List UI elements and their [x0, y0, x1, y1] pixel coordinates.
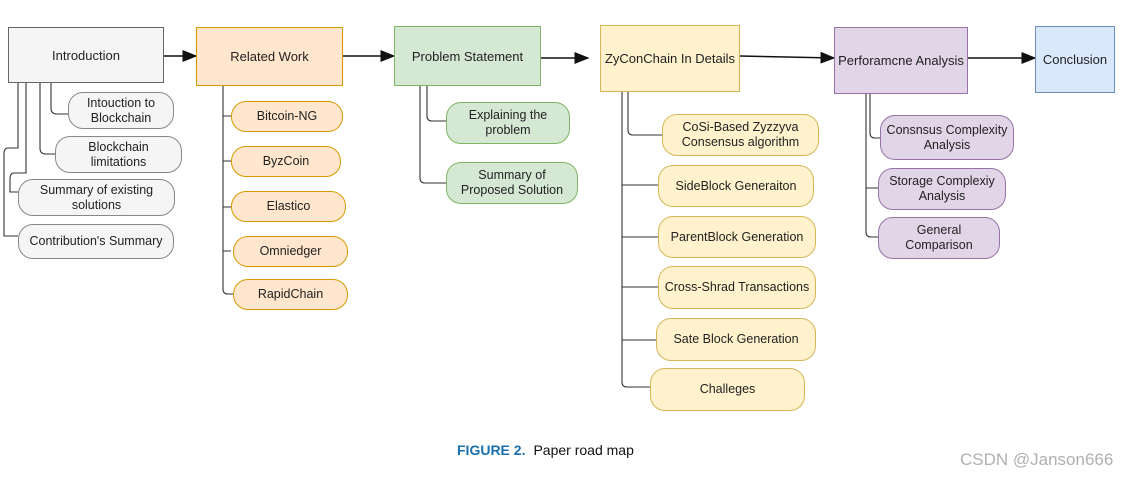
- problem-item-summary[interactable]: Summary of Proposed Solution: [446, 162, 578, 204]
- figure-caption: FIGURE 2. Paper road map: [457, 442, 634, 458]
- connector-related: [222, 86, 233, 295]
- connector-problem-1: [426, 86, 446, 122]
- related-work-box[interactable]: Related Work: [196, 27, 343, 86]
- conclusion-box[interactable]: Conclusion: [1035, 26, 1115, 93]
- watermark: CSDN @Janson666: [960, 450, 1114, 469]
- zyconchain-box[interactable]: ZyConChain In Details: [600, 25, 740, 92]
- zyconchain-item-challenges[interactable]: Challeges: [650, 368, 805, 411]
- introduction-box[interactable]: Introduction: [8, 27, 164, 83]
- zyconchain-item-cosi[interactable]: CoSi-Based Zyzzyva Consensus algorithm: [662, 114, 819, 156]
- connector-intro-2: [39, 82, 55, 155]
- figure-caption-text: Paper road map: [533, 442, 634, 458]
- performance-item-comparison[interactable]: General Comparison: [878, 217, 1000, 259]
- zyconchain-item-cross-shard[interactable]: Cross-Shrad Transactions: [658, 266, 816, 309]
- zyconchain-item-sideblock[interactable]: SideBlock Generaiton: [658, 165, 814, 207]
- related-item-elastico[interactable]: Elastico: [231, 191, 346, 222]
- intro-item-existing-solutions[interactable]: Summary of existing solutions: [18, 179, 175, 216]
- connector-zyconchain-2: [621, 92, 658, 388]
- performance-item-consensus[interactable]: Consnsus Complexity Analysis: [880, 115, 1014, 160]
- connector-performance-1: [869, 94, 880, 139]
- related-item-bitcoin-ng[interactable]: Bitcoin-NG: [231, 101, 343, 132]
- connector-intro-1: [50, 82, 68, 115]
- zyconchain-item-parentblock[interactable]: ParentBlock Generation: [658, 216, 816, 258]
- intro-item-blockchain[interactable]: Intouction to Blockchain: [68, 92, 174, 129]
- connector-intro-3: [9, 82, 27, 193]
- performance-item-storage[interactable]: Storage Complexiy Analysis: [878, 168, 1006, 210]
- related-item-omniedger[interactable]: Omniedger: [233, 236, 348, 267]
- performance-analysis-box[interactable]: Perforamcne Analysis: [834, 27, 968, 94]
- related-item-byzcoin[interactable]: ByzCoin: [231, 146, 341, 177]
- zyconchain-item-sate-block[interactable]: Sate Block Generation: [656, 318, 816, 361]
- related-item-rapidchain[interactable]: RapidChain: [233, 279, 348, 310]
- figure-number: FIGURE 2.: [457, 442, 526, 458]
- connector-intro-4: [3, 82, 19, 237]
- intro-item-limitations[interactable]: Blockchain limitations: [55, 136, 182, 173]
- connector-performance-2: [865, 94, 878, 238]
- arrow-zyconchain-to-performance: [739, 51, 836, 64]
- connector-zyconchain-1: [627, 92, 662, 136]
- intro-item-contribution[interactable]: Contribution's Summary: [18, 224, 174, 259]
- connector-problem-2: [419, 86, 446, 184]
- problem-item-explaining[interactable]: Explaining the problem: [446, 102, 570, 144]
- problem-statement-box[interactable]: Problem Statement: [394, 26, 541, 86]
